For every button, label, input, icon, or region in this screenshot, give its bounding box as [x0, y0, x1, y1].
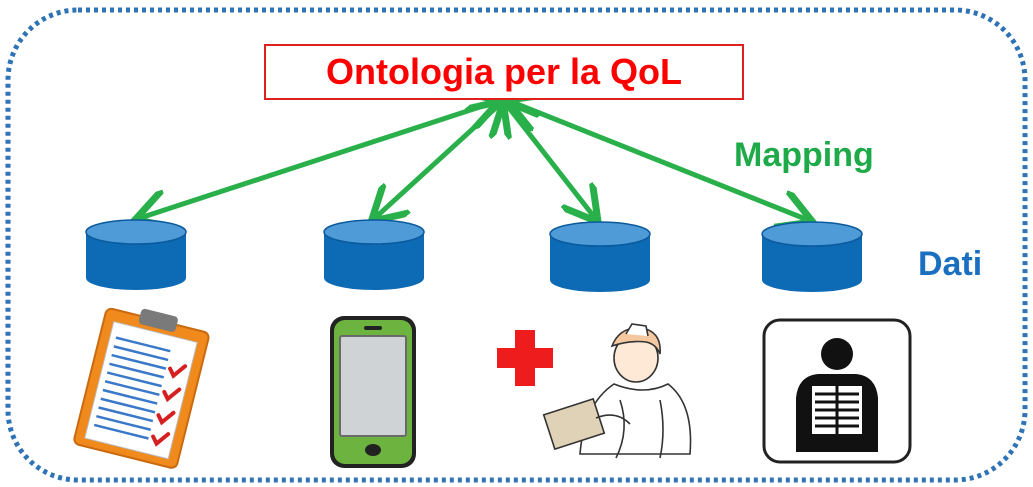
smartphone-icon: [330, 316, 416, 468]
chest-xray-icon: [762, 318, 912, 464]
database-cylinder-4: [761, 221, 863, 292]
clipboard-checklist-icon: [73, 307, 210, 469]
dotted-frame: [5, 7, 1028, 483]
arrow-to-db-3: [506, 104, 595, 218]
database-cylinder-2: [323, 219, 425, 290]
ontology-title: Ontologia per la QoL: [325, 51, 682, 92]
mapping-label: Mapping: [734, 136, 874, 174]
medical-cross-nurse-icon: [497, 323, 692, 459]
mapping-arrows: [140, 102, 808, 220]
data-label: Dati: [918, 245, 983, 283]
ontology-title-box: Ontologia per la QoL: [264, 44, 744, 100]
arrow-to-db-2: [375, 104, 500, 218]
arrow-to-db-4: [512, 102, 808, 220]
database-cylinder-1: [85, 219, 187, 290]
database-cylinder-3: [549, 221, 651, 292]
